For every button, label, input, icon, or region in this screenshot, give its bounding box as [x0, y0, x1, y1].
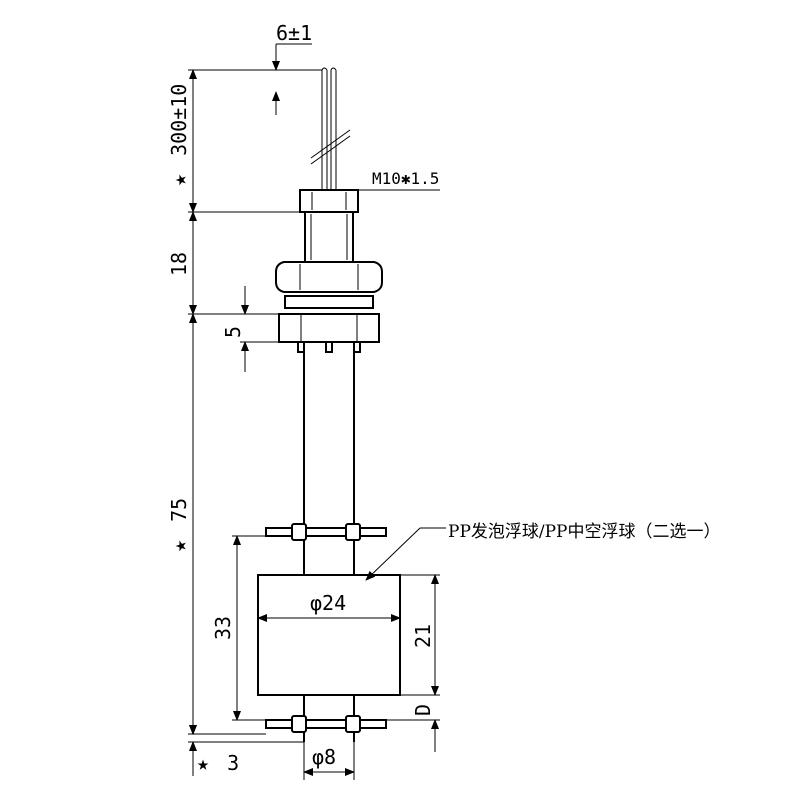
float-callout: PP发泡浮球/PP中空浮球（二选一） — [365, 522, 720, 581]
float-diameter-label: φ24 — [310, 591, 346, 615]
dimension-rod-length: ★ 75 — [167, 313, 266, 735]
cable-length-label: ★ 300±10 — [167, 84, 191, 186]
dimension-thread-spec: M10✱1.5 — [358, 169, 440, 191]
hex-nut — [275, 261, 383, 309]
bottom-offset-value: 3 — [227, 751, 239, 775]
threaded-fitting — [299, 189, 359, 263]
rod-length-value: 75 — [167, 498, 191, 522]
mounting-flange — [278, 313, 380, 353]
star-mark: ★ — [167, 540, 191, 552]
dimension-cable-length: ★ 300±10 — [167, 69, 322, 213]
cable-length-value: 300±10 — [167, 84, 191, 156]
bottom-offset-label: ★ 3 — [197, 751, 239, 775]
dimension-float-diameter: φ24 — [257, 591, 401, 622]
dimension-float-travel: D — [386, 704, 440, 752]
thread-spec-label: M10✱1.5 — [372, 169, 439, 188]
float-height-label: 33 — [211, 616, 235, 640]
star-mark: ★ — [197, 751, 209, 775]
float-callout-label: PP发泡浮球/PP中空浮球（二选一） — [448, 522, 720, 542]
star-mark: ★ — [167, 174, 191, 186]
dimension-rod-diameter: φ8 — [303, 742, 355, 780]
dimension-float-height: 33 — [211, 535, 266, 721]
dimension-thread-height: 18 — [167, 211, 279, 315]
flange-height-label: 5 — [221, 326, 245, 338]
upper-stop-collar — [265, 523, 387, 541]
lead-wires — [310, 67, 351, 190]
dimension-float-body-height: 21 — [400, 574, 440, 696]
dimension-bottom-offset: ★ 3 — [188, 700, 304, 776]
float-travel-label: D — [411, 704, 435, 716]
float-body-height-label: 21 — [411, 624, 435, 648]
rod-diameter-label: φ8 — [312, 745, 336, 769]
rod-length-label: ★ 75 — [167, 498, 191, 552]
lower-stop-collar — [265, 715, 387, 733]
float-body — [257, 574, 401, 696]
wire-gap-label: 6±1 — [276, 21, 312, 45]
dimension-wire-gap: 6±1 — [272, 21, 312, 115]
thread-height-label: 18 — [167, 252, 191, 276]
dimension-flange-height: 5 — [221, 286, 298, 372]
